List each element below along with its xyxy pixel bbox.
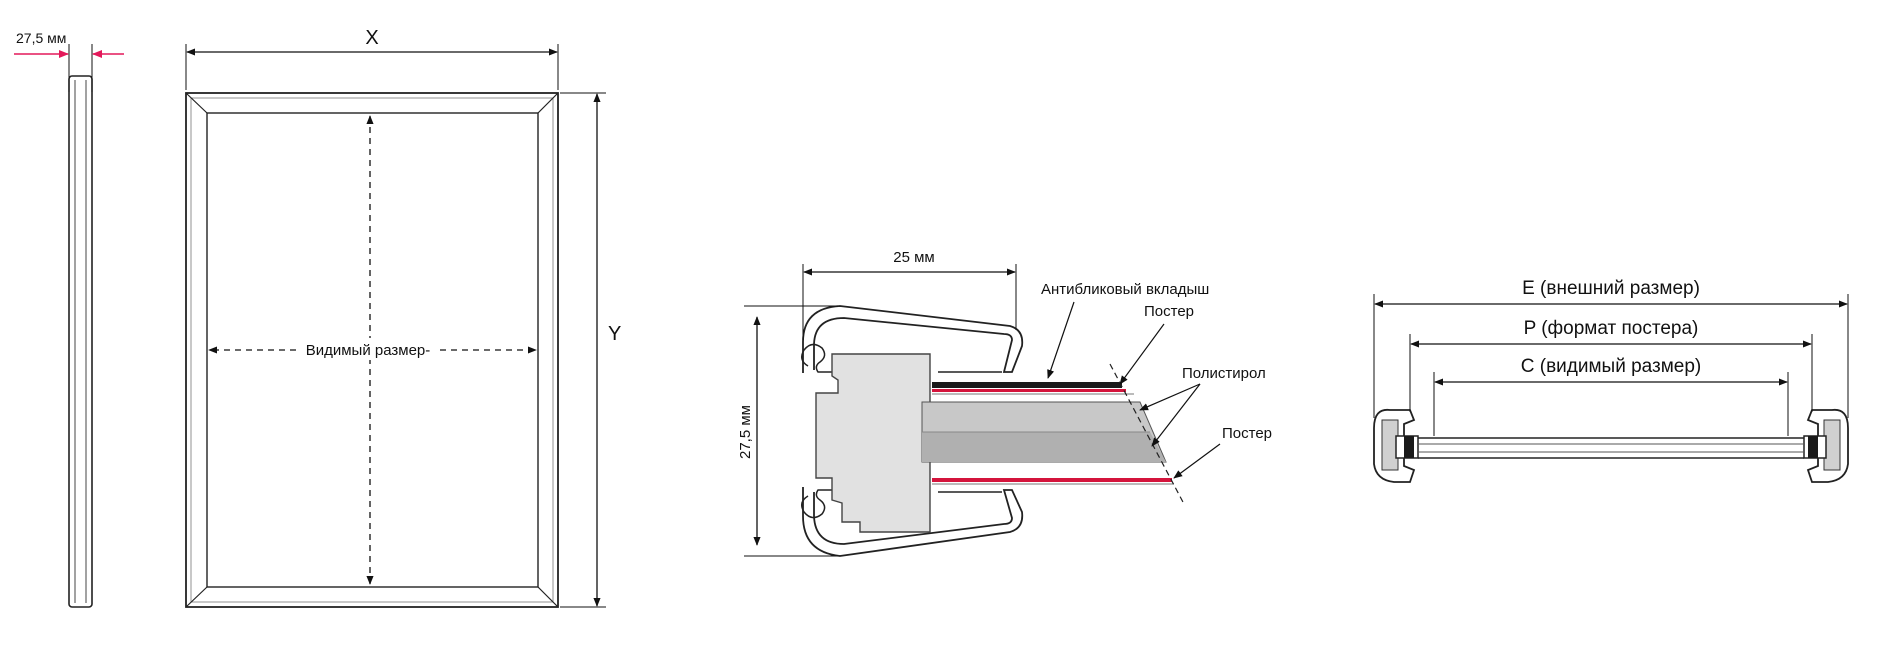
polystyrene-panel-lower <box>922 432 1166 462</box>
profile-clip-bottom <box>801 489 832 519</box>
frame-ridge <box>190 97 554 603</box>
e-dimension-label: E (внешний размер) <box>1522 278 1700 299</box>
profile-outline <box>802 305 1024 557</box>
p-dimension-label: P (формат постера) <box>1524 318 1699 339</box>
poster-bottom-leader <box>1173 443 1221 479</box>
antiglare-insert <box>932 382 1122 388</box>
poster-bottom-label: Постер <box>1222 425 1272 442</box>
profile-core <box>815 353 931 533</box>
side-view: 27,5 мм <box>14 30 124 608</box>
antiglare-label: Антибликовый вкладыш <box>1041 281 1209 298</box>
front-view: X Y Видимый размер- <box>185 27 621 608</box>
section-view: 25 мм 27,5 мм Антибликовый вкладыш Посте… <box>737 249 1272 557</box>
poster-top-leader <box>1119 323 1165 385</box>
height-dimension-label: 27,5 мм <box>737 405 754 459</box>
frame-miter <box>537 92 559 114</box>
poster-bottom-layer <box>932 478 1172 482</box>
frame-miter <box>537 586 559 608</box>
section-cut-line <box>1109 363 1185 505</box>
profile-clip-top <box>801 343 832 373</box>
visible-size-label-bg <box>297 338 439 360</box>
plan-profile-left-core <box>1381 419 1399 471</box>
plan-view: E (внешний размер) P (формат постера) C … <box>1373 278 1849 483</box>
poster-top-label: Постер <box>1144 303 1194 320</box>
frame-miter <box>185 586 208 608</box>
c-dimension-label: C (видимый размер) <box>1521 356 1702 377</box>
polystyrene-leader-a <box>1139 383 1201 411</box>
polystyrene-label: Полистирол <box>1182 365 1266 382</box>
plan-dark-bar-right <box>1808 436 1818 458</box>
plan-dark-bar-left <box>1404 436 1414 458</box>
y-dimension-label: Y <box>608 323 621 345</box>
frame-miter <box>185 92 208 114</box>
thickness-label: 27,5 мм <box>16 30 66 46</box>
antiglare-leader <box>1047 301 1075 379</box>
width-dimension-label: 25 мм <box>893 249 934 266</box>
poster-top-layer <box>932 389 1126 392</box>
side-profile <box>68 75 93 608</box>
polystyrene-leader-b <box>1151 383 1201 447</box>
x-dimension-label: X <box>365 27 378 49</box>
visible-size-label: Видимый размер- <box>306 342 431 359</box>
